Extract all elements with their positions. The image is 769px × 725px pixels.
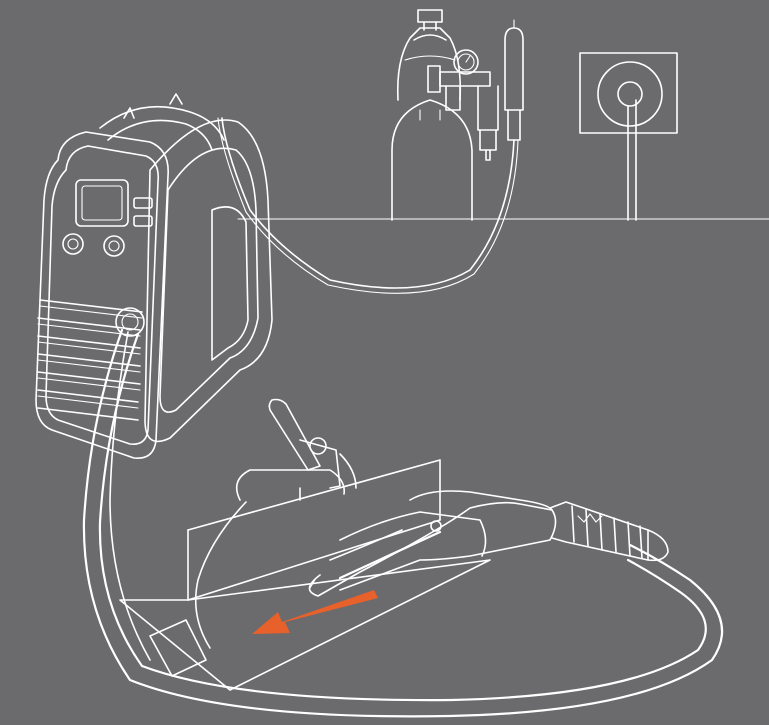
- wall-socket-icon: [580, 53, 677, 220]
- gas-cylinder-icon: [392, 10, 472, 220]
- earth-clamp-icon: [196, 400, 356, 649]
- workpiece-icon: [120, 460, 490, 690]
- welding-machine-icon: [36, 94, 272, 458]
- gas-hose-icon: [218, 118, 518, 293]
- welding-direction-arrow-icon: [252, 590, 378, 634]
- pressure-regulator-icon: [428, 50, 498, 160]
- flowmeter-icon: [505, 20, 523, 140]
- welding-torch-icon: [309, 491, 668, 596]
